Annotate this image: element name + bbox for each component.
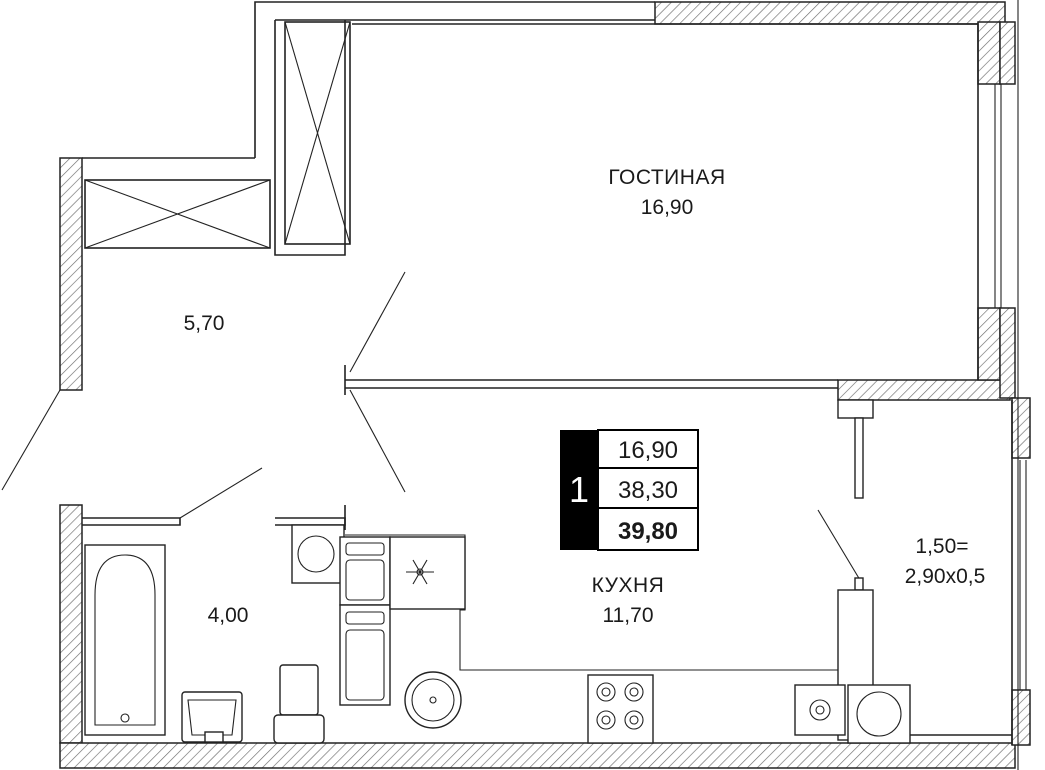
balcony-door-post xyxy=(854,417,864,499)
sink-inner xyxy=(411,678,455,722)
cabinet-upper-handle xyxy=(345,542,385,556)
kitchen-area: 11,70 xyxy=(603,604,654,627)
cabinet-lower-handle xyxy=(345,611,385,625)
bath-right-partition xyxy=(275,517,346,526)
cabinet-lower xyxy=(339,604,391,706)
wall-balcony-lower xyxy=(1011,689,1031,746)
balcony-door-leaf xyxy=(817,509,861,581)
wall-right-upper-outer xyxy=(999,21,1016,85)
bath-door-swing xyxy=(179,467,263,519)
wall-right-lower xyxy=(977,307,1001,381)
entrance-door-leaf xyxy=(1,389,61,491)
bathroom-area: 4,00 xyxy=(208,604,249,627)
washing-machine xyxy=(291,524,345,584)
balcony-area-line1: 1,50= xyxy=(915,535,968,558)
toilet-tank xyxy=(279,664,319,716)
doors xyxy=(1,271,874,591)
walls xyxy=(59,1,1031,769)
hallway-area: 5,70 xyxy=(184,312,225,335)
shaft-frame xyxy=(274,20,346,256)
washbasin-tap xyxy=(204,731,224,743)
living-inner-outline xyxy=(352,23,979,380)
area-badge: 1 16,90 38,30 39,80 xyxy=(560,429,699,551)
room-labels: ГОСТИНАЯ 16,90 5,70 4,00 КУХНЯ 11,70 1,5… xyxy=(184,166,986,627)
stove-burners-icon xyxy=(587,674,654,744)
sink-drain xyxy=(429,696,437,704)
badge-living-area: 16,90 xyxy=(618,437,678,464)
washbasin-bowl xyxy=(187,699,237,736)
toilet-bowl xyxy=(273,714,325,744)
boiler-dial-center xyxy=(815,705,825,715)
sink xyxy=(404,671,462,729)
kitchen-counter-outline xyxy=(345,534,838,671)
wash-machine-kitchen xyxy=(847,684,911,744)
wash-machine-kitchen-drum xyxy=(856,691,902,737)
bathtub-drain xyxy=(120,713,130,723)
balcony-area-line2: 2,90х0,5 xyxy=(905,565,986,588)
bathtub xyxy=(84,544,166,736)
partitions xyxy=(82,0,1027,770)
cabinet-lower-panel xyxy=(345,629,385,701)
fridge xyxy=(389,536,466,610)
vent-shaft-h-cross-b xyxy=(84,179,271,249)
wall-living-bottom-right xyxy=(837,379,1011,401)
boiler-dial xyxy=(809,699,831,721)
vent-shaft-horizontal xyxy=(84,179,271,249)
badge-total-with-balcony: 39,80 xyxy=(618,518,678,545)
wall-balcony-upper xyxy=(1011,397,1031,459)
living-door-leaf xyxy=(349,271,406,373)
bathtub-basin xyxy=(94,554,156,726)
badge-rooms-count: 1 xyxy=(569,469,589,510)
badge-total-area: 38,30 xyxy=(618,477,678,504)
wall-hall-left xyxy=(59,157,83,391)
wall-bath-left xyxy=(59,504,83,744)
badge-values-block xyxy=(597,429,699,551)
snowflake-icon xyxy=(406,559,434,585)
washing-machine-drum xyxy=(297,535,335,573)
balcony-door-hinge xyxy=(854,577,864,591)
wall-right-lower-outer xyxy=(999,307,1016,399)
outline-top xyxy=(254,1,655,158)
boiler xyxy=(794,684,846,736)
wall-right-upper xyxy=(977,21,1001,85)
balcony-door-frame xyxy=(837,399,874,419)
kitchen-door-leaf xyxy=(349,389,406,493)
kitchen-fixtures xyxy=(339,536,911,744)
vent-shaft-cross-b xyxy=(284,21,351,245)
kitchen-name: КУХНЯ xyxy=(592,574,665,597)
living-room-area: 16,90 xyxy=(641,196,694,219)
badge-rooms-block xyxy=(560,430,598,550)
cabinet-upper xyxy=(339,536,391,606)
bath-top-partition xyxy=(82,517,181,526)
living-room-name: ГОСТИНАЯ xyxy=(608,166,725,189)
shafts xyxy=(84,21,351,249)
vent-shaft-vertical xyxy=(284,21,351,245)
cabinet-upper-panel xyxy=(345,559,385,601)
wall-top-right xyxy=(654,1,1006,25)
bathroom-fixtures xyxy=(84,524,345,744)
wall-bottom xyxy=(59,742,1016,769)
